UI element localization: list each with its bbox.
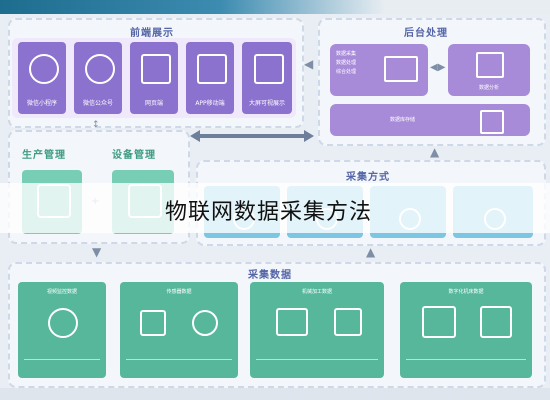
backend-block-bottom: 数据库存储 (330, 104, 530, 136)
card-label: APP移动端 (195, 100, 225, 107)
backend-left-labels: 数据采集 数据处理 综合处理 (336, 50, 356, 77)
collection-label: 视频监控数据 (46, 289, 77, 295)
backend-block-left: 数据采集 数据处理 综合处理 (330, 44, 428, 96)
frontend-card-officialaccount[interactable]: 微信公众号 (74, 42, 122, 114)
backend-bottom-label: 数据库存储 (390, 117, 416, 123)
backend-label: 数据处理 (336, 60, 357, 66)
arrow-bidirectional-icon: ◀▶ (430, 62, 446, 73)
frontend-card-bigscreen[interactable]: 大屏可视展示 (242, 42, 292, 114)
backend-right-label: 数据分析 (478, 85, 499, 91)
server-icon (480, 110, 504, 134)
arrow-down-icon: ▼ (92, 245, 102, 259)
equipment-title: 设备管理 (112, 150, 156, 161)
collection-card-video[interactable]: 视频监控数据 (18, 282, 106, 378)
collection-card-cnc[interactable]: 数字化机床数据 (400, 282, 532, 378)
frontend-card-app[interactable]: APP移动端 (186, 42, 234, 114)
backend-label: 综合处理 (336, 69, 357, 75)
card-label: 网页端 (144, 100, 163, 107)
card-label: 大屏可视展示 (248, 100, 285, 107)
card-label: 微信公众号 (82, 100, 113, 107)
collection-card-machining[interactable]: 机械加工数据 (250, 282, 384, 378)
arrow-horizontal-icon (190, 130, 314, 142)
collection-title: 采集数据 (248, 270, 292, 281)
mobile-app-icon (197, 54, 227, 84)
arrow-up-icon: ▲ (366, 245, 376, 259)
backend-block-right: 数据分析 (448, 44, 530, 96)
miniprogram-icon (29, 54, 59, 84)
method-title: 采集方式 (346, 172, 390, 183)
bottom-strip (0, 388, 550, 400)
cnc-machine-icon (422, 306, 456, 338)
collection-desc (24, 359, 100, 372)
production-title: 生产管理 (22, 150, 66, 161)
arrow-updown-icon: ↕ (92, 120, 100, 130)
chat-icon (85, 54, 115, 84)
collection-desc (406, 359, 526, 372)
frontend-title: 前端展示 (130, 28, 174, 39)
industrial-robot-icon (480, 306, 512, 338)
caption-overlay (0, 183, 550, 233)
dashboard-icon (254, 54, 284, 84)
chip-icon (140, 310, 166, 336)
browser-icon (141, 54, 171, 84)
caption-title: 物联网数据采集方法 (165, 200, 373, 225)
wifi-icon (192, 310, 218, 336)
machine-icon (276, 308, 308, 336)
collection-desc (126, 359, 232, 372)
collection-label: 传感器数据 (166, 289, 192, 295)
backend-label: 数据采集 (336, 51, 357, 57)
collection-label: 机械加工数据 (301, 289, 332, 295)
backend-title: 后台处理 (404, 28, 448, 39)
monitor-icon (384, 56, 418, 82)
robot-arm-icon (334, 308, 362, 336)
collection-card-sensor[interactable]: 传感器数据 (120, 282, 238, 378)
collection-desc (256, 359, 378, 372)
arrow-up-icon: ▲ (430, 145, 440, 159)
arrow-left-icon: ◀ (304, 57, 314, 71)
chart-icon (476, 52, 504, 78)
collection-label: 数字化机床数据 (448, 289, 484, 295)
card-label: 微信小程序 (26, 100, 57, 107)
camera-icon (48, 308, 78, 338)
frontend-card-web[interactable]: 网页端 (130, 42, 178, 114)
top-banner (0, 0, 550, 14)
frontend-card-miniprogram[interactable]: 微信小程序 (18, 42, 66, 114)
